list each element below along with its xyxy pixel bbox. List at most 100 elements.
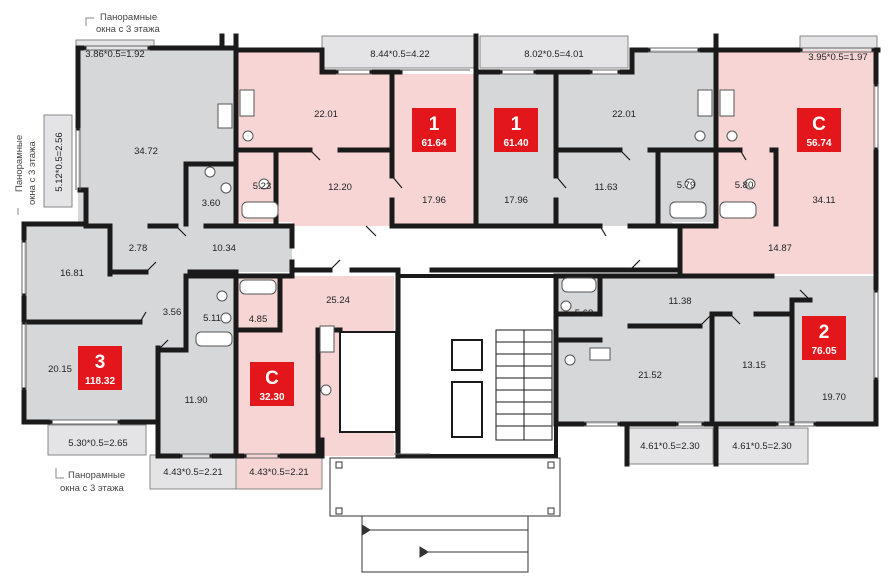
balcony-bottom-r2 [715, 427, 809, 465]
room-area: 11.38 [668, 296, 691, 307]
balcony-area: 4.61*0.5=2.30 [732, 441, 791, 452]
svg-text:С: С [812, 114, 826, 135]
bathtub-icon [241, 201, 279, 219]
room-area: 5.11 [203, 313, 221, 324]
svg-text:61.64: 61.64 [421, 138, 446, 149]
room-area: 21.52 [638, 370, 662, 381]
sink-icon [694, 130, 706, 142]
room-area: 22.01 [314, 109, 338, 120]
balcony-area: 4.43*0.5=2.21 [163, 467, 222, 478]
entrance [329, 457, 561, 573]
balcony-left [43, 114, 73, 208]
balcony-area: 3.86*0.5=1.92 [85, 49, 144, 60]
room-area: 3.56 [163, 307, 182, 318]
svg-text:1: 1 [429, 114, 440, 135]
room-area: 10.34 [212, 243, 236, 254]
note-top-line2: окна с 3 этажа [96, 24, 160, 35]
balcony-area: 4.61*0.5=2.30 [640, 441, 699, 452]
room-area: 22.01 [612, 109, 636, 120]
stove-icon [719, 89, 735, 117]
room-area: 5.80 [735, 180, 754, 191]
walls [21, 33, 881, 467]
apartment-badge[interactable]: 1 61.40 [494, 108, 538, 152]
balcony-area: 4.43*0.5=2.21 [249, 467, 308, 478]
balcony-bottom-left [47, 424, 147, 456]
note-left-line2: окна с 3 этажа [27, 141, 38, 205]
room-area: 34.72 [134, 146, 158, 157]
sink-icon [204, 166, 216, 178]
balcony-bottom-l3 [235, 454, 323, 490]
balcony-top-mid-right [479, 35, 629, 69]
bathtub-icon [669, 201, 707, 219]
stove-icon [239, 89, 255, 117]
balcony-area: 8.44*0.5=4.22 [370, 49, 429, 60]
apartment-badge[interactable]: С 32.30 [250, 362, 294, 406]
sink-icon [320, 384, 332, 396]
room-area: 34.11 [812, 195, 835, 206]
sink-icon [258, 178, 270, 190]
note-left-line1: Панорамные [14, 135, 25, 192]
balcony-bottom-l2 [149, 454, 237, 490]
note-bottom-line2: окна с 3 этажа [60, 483, 124, 494]
apartment-1-left-fill [236, 50, 476, 226]
svg-text:56.74: 56.74 [806, 138, 831, 149]
apartment-badges: 1 61.64 1 61.40 С 56.74 3 118.32 С 32.30… [78, 108, 846, 406]
room-labels: 34.72 3.60 2.78 10.34 16.81 3.56 20.15 1… [48, 109, 846, 406]
svg-text:С: С [265, 368, 279, 389]
room-area: 11.63 [594, 182, 617, 193]
sink-icon [726, 130, 738, 142]
room-area: 12.20 [328, 182, 352, 193]
svg-text:118.32: 118.32 [85, 376, 115, 387]
apartment-badge[interactable]: 3 118.32 [78, 346, 122, 390]
room-area: 14.87 [768, 243, 792, 254]
room-area: 11.90 [184, 395, 207, 406]
bathtub-icon [719, 201, 757, 219]
balcony-labels: 3.86*0.5=1.92 8.44*0.5=4.22 8.02*0.5=4.0… [54, 49, 868, 478]
sink-icon [242, 130, 254, 142]
room-area: 17.96 [422, 195, 446, 206]
sink-icon [564, 354, 576, 366]
stove-icon [697, 89, 713, 117]
sink-icon [220, 312, 232, 324]
balcony-area: 8.02*0.5=4.01 [524, 49, 583, 60]
room-area: 3.60 [202, 198, 221, 209]
balcony-top-mid-left [321, 35, 476, 69]
room-area: 20.15 [48, 364, 72, 375]
room-area: 17.96 [504, 195, 528, 206]
apartment-2-fill [556, 276, 876, 424]
room-area: 5.68 [575, 308, 594, 319]
sink-icon [560, 300, 572, 312]
lobby-box [339, 331, 397, 433]
svg-text:3: 3 [95, 352, 106, 373]
stair-core [339, 274, 558, 458]
svg-text:61.40: 61.40 [503, 138, 528, 149]
stove-icon [319, 325, 335, 353]
apartment-badge[interactable]: 2 76.05 [802, 316, 846, 360]
room-area: 25.24 [326, 295, 350, 306]
svg-text:76.05: 76.05 [811, 346, 836, 357]
panorama-notes: Панорамные окна с 3 этажа Панорамные окн… [14, 12, 160, 494]
room-area: 16.81 [60, 268, 84, 279]
apartment-badge[interactable]: 1 61.64 [412, 108, 456, 152]
room-area: 13.15 [742, 360, 766, 371]
apartment-3-hall [110, 226, 292, 272]
balcony-area: 3.95*0.5=1.97 [808, 52, 867, 63]
balcony-area: 5.12*0.5=2.56 [54, 132, 65, 191]
stair-flight [495, 329, 553, 441]
bathtub-icon [239, 279, 277, 295]
sink-icon [684, 178, 696, 190]
room-area: 2.78 [129, 243, 148, 254]
fixtures [195, 89, 757, 396]
room-area: 4.85 [249, 314, 268, 325]
room-area: 19.70 [822, 392, 846, 403]
note-top-line1: Панорамные [100, 12, 157, 23]
room-area: 5.23 [253, 181, 272, 192]
apartment-badge[interactable]: С 56.74 [797, 108, 841, 152]
bathtub-icon [195, 331, 233, 347]
balcony-area: 5.30*0.5=2.65 [68, 438, 127, 449]
elevator-2 [451, 381, 483, 438]
stove-icon [589, 347, 611, 361]
room-area: 5.79 [677, 180, 696, 191]
svg-text:1: 1 [511, 114, 522, 135]
